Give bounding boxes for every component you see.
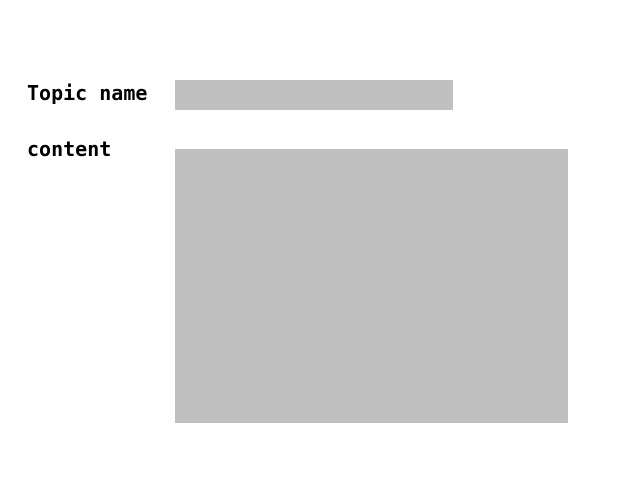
topic-name-label: Topic name [27, 81, 148, 105]
content-label: content [27, 137, 112, 161]
topic-name-input[interactable] [175, 80, 453, 110]
content-textarea[interactable] [175, 149, 568, 423]
